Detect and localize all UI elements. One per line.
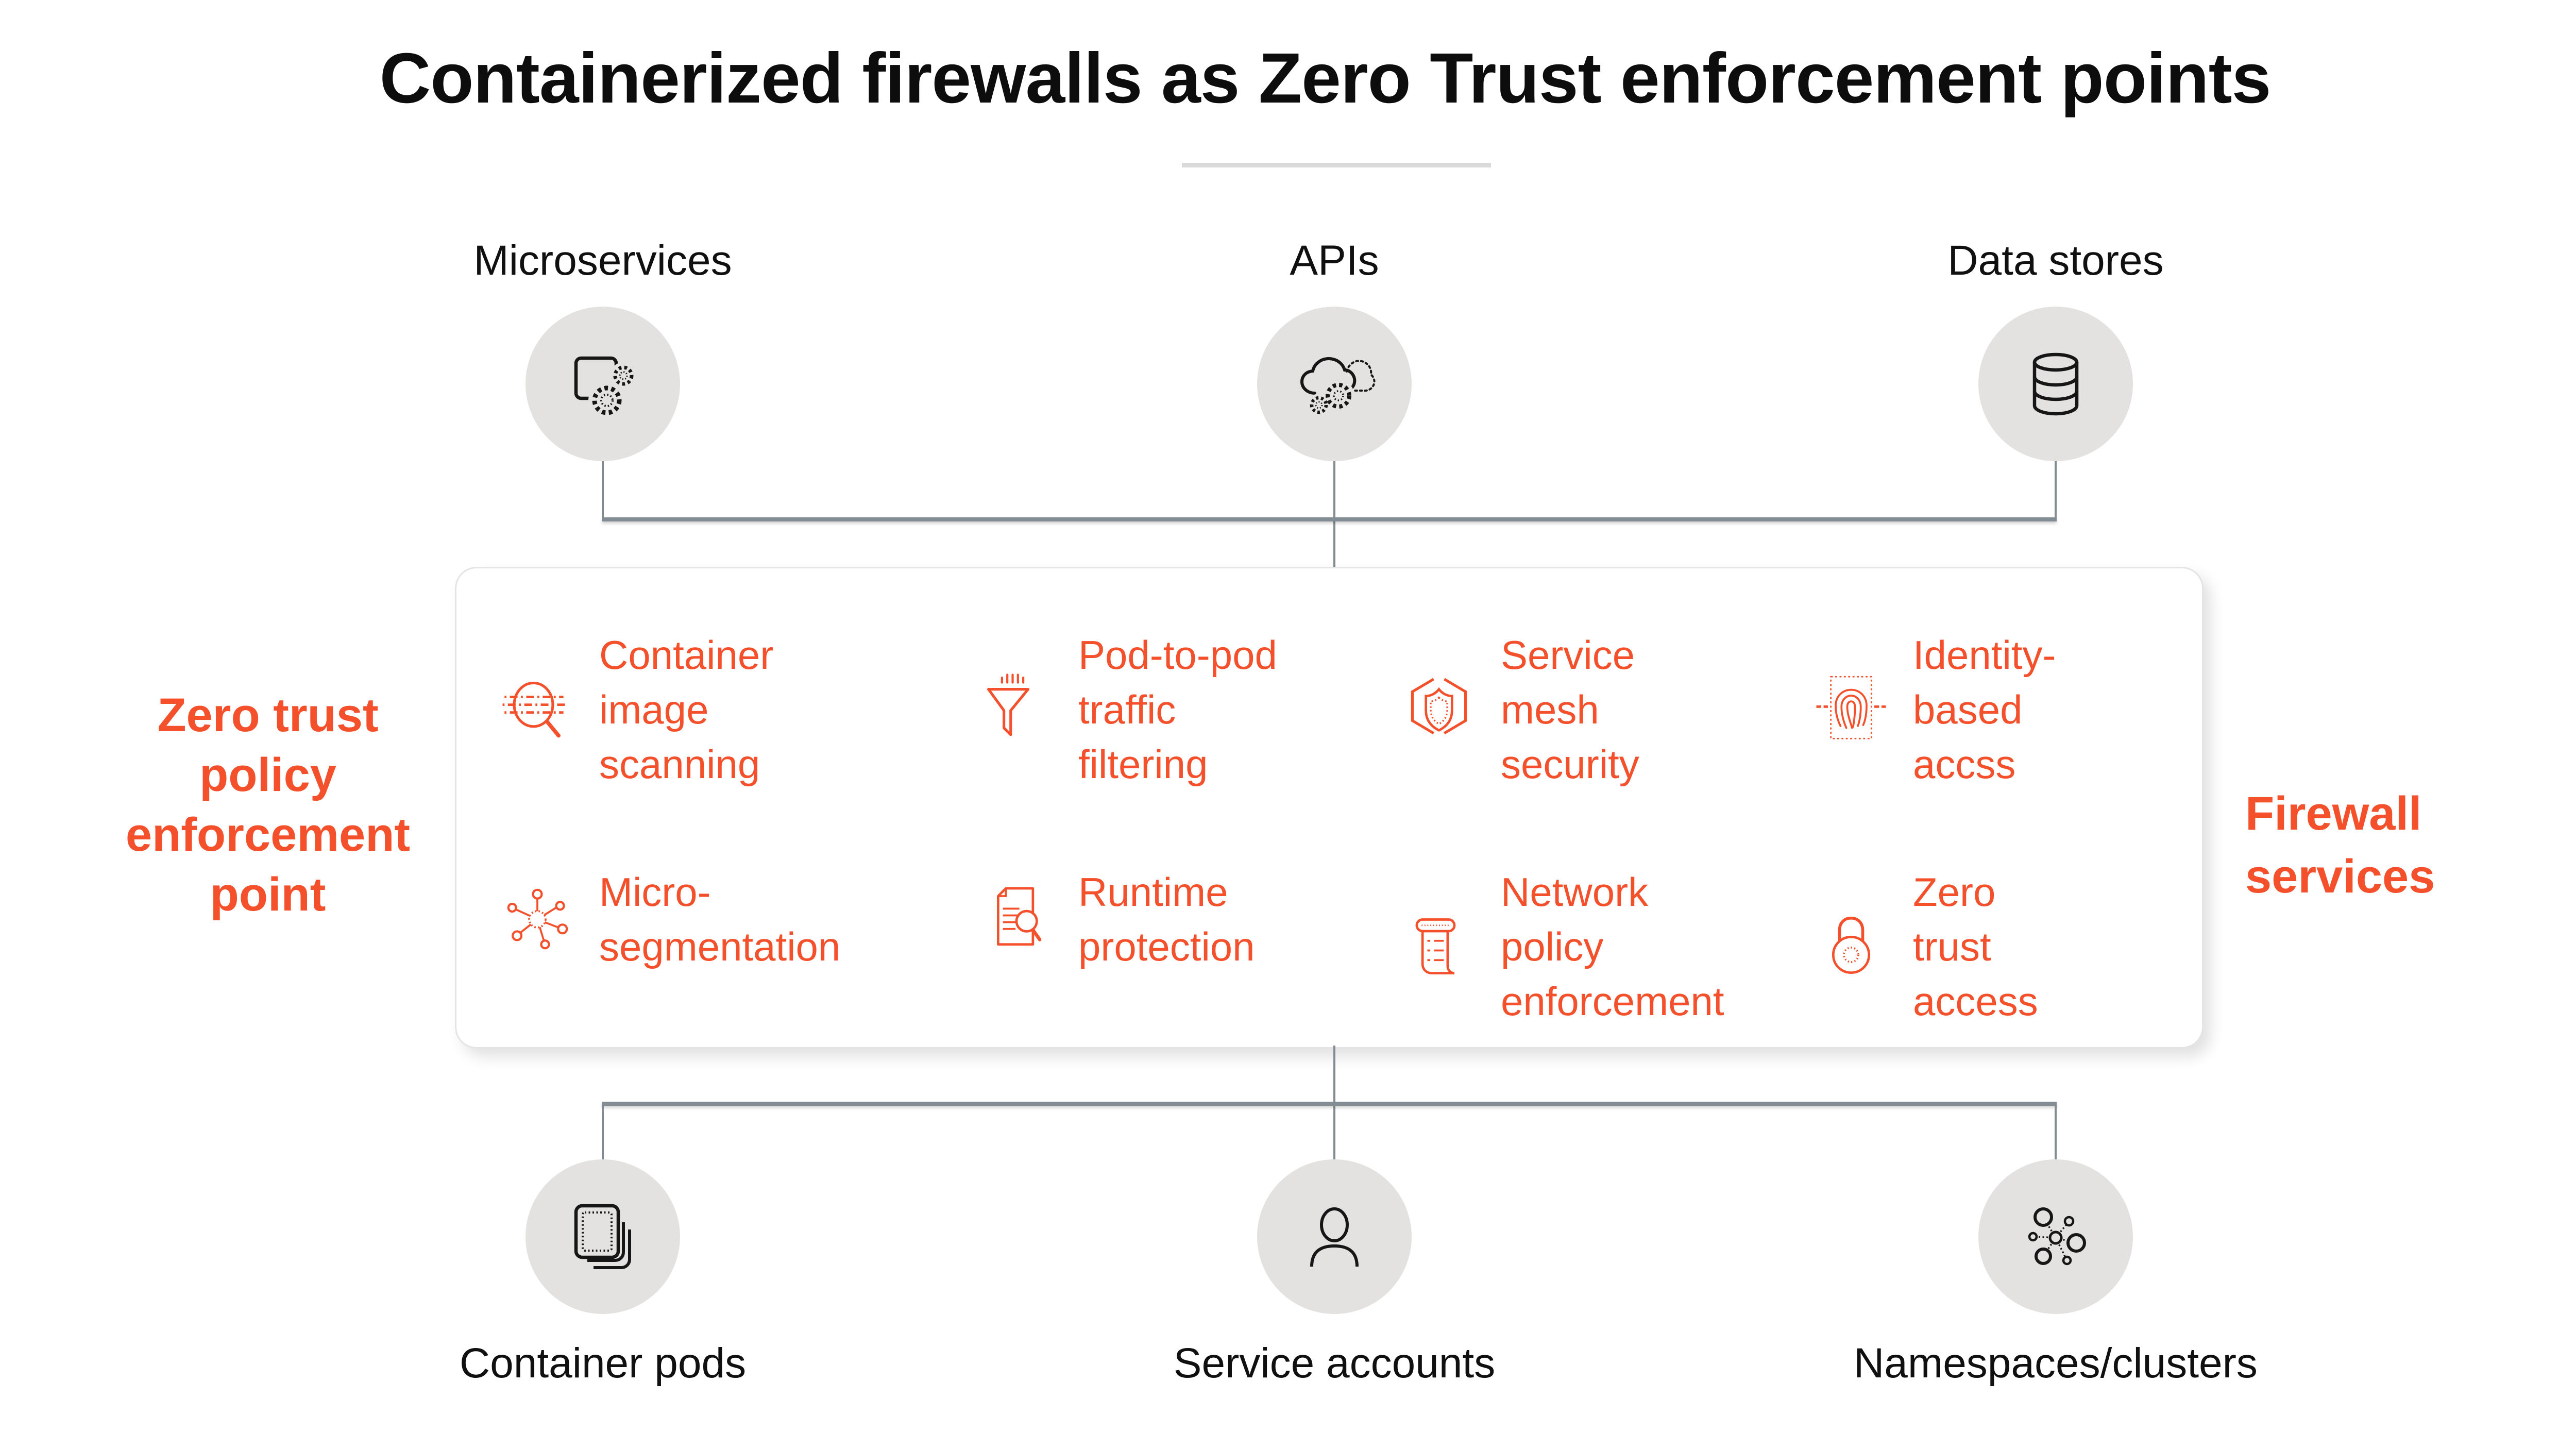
top-node-circle-data-stores xyxy=(1978,307,2133,461)
cluster-nodes-icon xyxy=(2028,1207,2086,1266)
service-identity-based-access: Identity- based accss xyxy=(1812,628,2056,791)
connector-bottom-right-vertical xyxy=(2055,1106,2057,1159)
microsegmentation-icon xyxy=(507,888,568,950)
api-cloud-icon xyxy=(1300,357,1376,416)
top-node-label-data-stores: Data stores xyxy=(1947,237,2164,284)
top-node-label-apis: APIs xyxy=(1290,237,1379,284)
service-label: Identity- based accss xyxy=(1913,632,2056,787)
database-icon xyxy=(2032,352,2079,416)
service-label: Network policy enforcement xyxy=(1501,869,1724,1024)
right-label-firewall-services: Firewall services xyxy=(2245,787,2435,903)
top-node-circle-apis xyxy=(1257,307,1412,461)
bottom-node-label-service-accounts: Service accounts xyxy=(1173,1340,1496,1387)
connector-top-right-vertical xyxy=(2055,461,2057,519)
bottom-node-label-container-pods: Container pods xyxy=(459,1340,747,1387)
bottom-node-label-namespaces-clusters: Namespaces/clusters xyxy=(1854,1340,2258,1387)
traffic-funnel-icon xyxy=(987,673,1030,736)
connector-bottom-horizontal xyxy=(602,1102,2057,1106)
firewall-services-box: Container image scanning Pod-to-pod traf… xyxy=(455,567,2204,1049)
top-node-label-microservices: Microservices xyxy=(473,237,732,284)
connector-top-left-vertical xyxy=(602,461,604,519)
connector-bottom-left-vertical xyxy=(602,1106,604,1159)
microservices-icon xyxy=(574,356,637,419)
container-pods-icon xyxy=(574,1204,631,1269)
bottom-node-circle-namespaces-clusters xyxy=(1978,1159,2133,1314)
padlock-icon xyxy=(1832,916,1871,974)
service-zero-trust-access: Zero trust access xyxy=(1812,865,2038,1029)
service-container-image-scanning: Container image scanning xyxy=(499,628,773,791)
title-divider xyxy=(1182,163,1491,167)
bottom-node-circle-container-pods xyxy=(526,1159,680,1314)
bottom-node-circle-service-accounts xyxy=(1257,1159,1412,1314)
service-label: Micro- segmentation xyxy=(599,869,841,969)
service-network-policy-enforcement: Network policy enforcement xyxy=(1400,865,1724,1029)
service-service-mesh-security: Service mesh security xyxy=(1400,628,1639,791)
connector-top-center-vertical xyxy=(1333,461,1335,567)
person-icon xyxy=(1310,1207,1359,1267)
service-label: Service mesh security xyxy=(1501,632,1639,787)
service-label: Pod-to-pod traffic filtering xyxy=(1078,632,1277,787)
fingerprint-icon xyxy=(1816,676,1886,739)
service-runtime-protection: Runtime protection xyxy=(978,865,1255,974)
document-scan-icon xyxy=(997,887,1042,946)
service-pod-to-pod-traffic-filtering: Pod-to-pod traffic filtering xyxy=(978,628,1277,791)
image-scan-icon xyxy=(502,681,566,738)
page-title: Containerized firewalls as Zero Trust en… xyxy=(379,39,2272,118)
connector-top-horizontal xyxy=(602,517,2057,521)
shield-hexagon-icon xyxy=(1411,678,1467,735)
service-label: Runtime protection xyxy=(1078,869,1255,969)
left-label-zero-trust-policy-enforcement-point: Zero trust policy enforcement point xyxy=(125,689,411,921)
policy-scroll-icon xyxy=(1415,918,1456,974)
service-label: Zero trust access xyxy=(1913,869,2038,1024)
service-label: Container image scanning xyxy=(599,632,774,787)
top-node-circle-microservices xyxy=(526,307,680,461)
service-micro-segmentation: Micro- segmentation xyxy=(499,865,840,974)
